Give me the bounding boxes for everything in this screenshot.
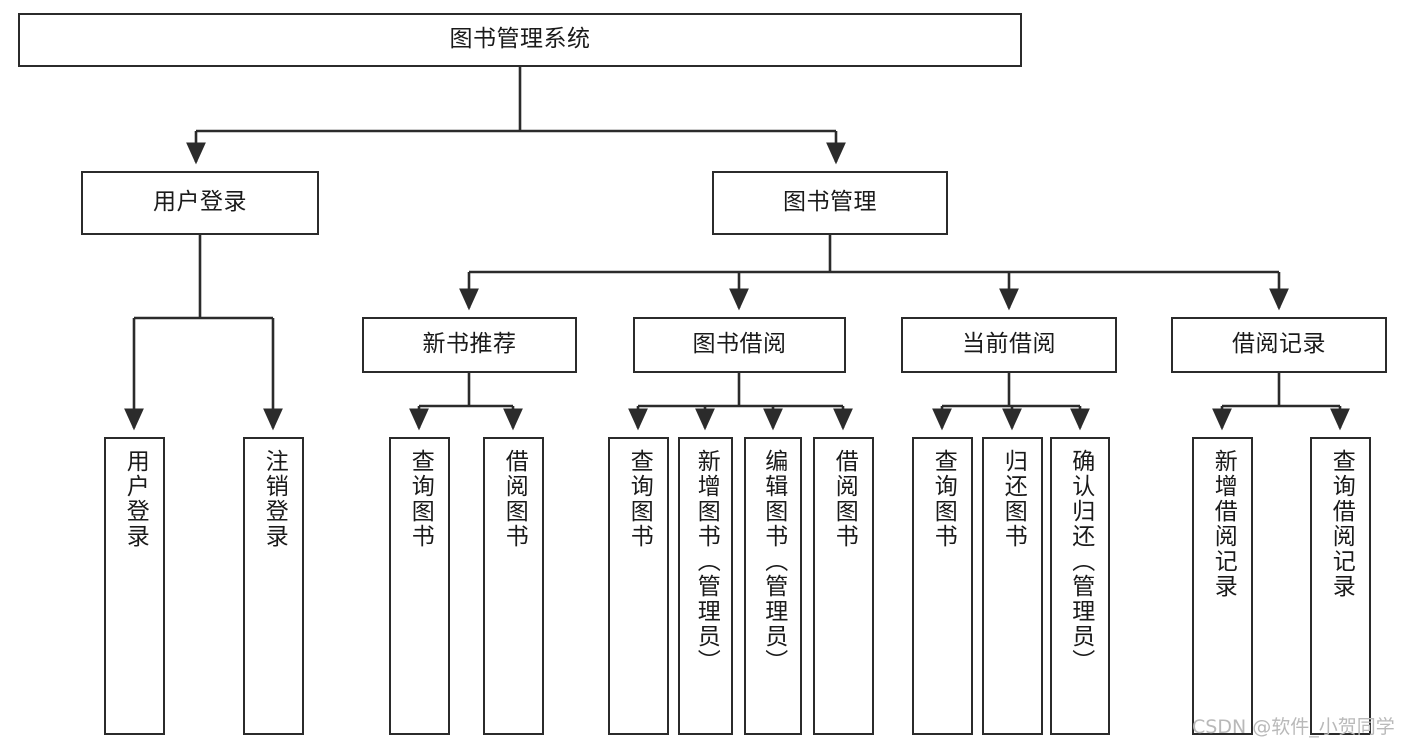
leaf-query-book-current[interactable]: 查询图书 bbox=[912, 437, 973, 735]
node-current-borrow[interactable]: 当前借阅 bbox=[901, 317, 1117, 373]
node-label: 借阅记录 bbox=[1232, 331, 1326, 358]
node-label: 借阅图书 bbox=[501, 449, 528, 549]
node-new-book-recommend[interactable]: 新书推荐 bbox=[362, 317, 577, 373]
node-label: 注销登录 bbox=[261, 449, 288, 549]
leaf-query-borrow-record[interactable]: 查询借阅记录 bbox=[1310, 437, 1371, 735]
leaf-add-borrow-record[interactable]: 新增借阅记录 bbox=[1192, 437, 1253, 735]
node-label: 借阅图书 bbox=[831, 449, 858, 549]
node-label: 新增借阅记录 bbox=[1210, 449, 1237, 599]
node-label: 图书管理系统 bbox=[449, 26, 591, 53]
leaf-lend-book[interactable]: 借阅图书 bbox=[813, 437, 874, 735]
leaf-query-book-newbook[interactable]: 查询图书 bbox=[389, 437, 450, 735]
leaf-confirm-return-admin[interactable]: 确认归还（管理员） bbox=[1050, 437, 1110, 735]
leaf-borrow-book-newbook[interactable]: 借阅图书 bbox=[483, 437, 544, 735]
node-label: 查询借阅记录 bbox=[1328, 449, 1355, 599]
node-label: 查询图书 bbox=[626, 449, 653, 549]
node-root-system[interactable]: 图书管理系统 bbox=[18, 13, 1022, 67]
leaf-logout[interactable]: 注销登录 bbox=[243, 437, 304, 735]
leaf-return-book[interactable]: 归还图书 bbox=[982, 437, 1043, 735]
node-label: 用户登录 bbox=[153, 189, 247, 216]
csdn-watermark: CSDN @软件_小贺同学 bbox=[1192, 716, 1395, 738]
node-label: 用户登录 bbox=[122, 449, 149, 549]
node-label: 图书管理 bbox=[783, 189, 877, 216]
node-borrow-records[interactable]: 借阅记录 bbox=[1171, 317, 1387, 373]
node-label: 新增图书（管理员） bbox=[693, 449, 720, 674]
node-book-management[interactable]: 图书管理 bbox=[712, 171, 948, 235]
node-user-login[interactable]: 用户登录 bbox=[81, 171, 319, 235]
node-label: 编辑图书（管理员） bbox=[760, 449, 787, 674]
node-label: 图书借阅 bbox=[692, 331, 787, 358]
node-label: 归还图书 bbox=[1000, 449, 1027, 549]
node-label: 确认归还（管理员） bbox=[1067, 449, 1094, 674]
leaf-edit-book-admin[interactable]: 编辑图书（管理员） bbox=[744, 437, 802, 735]
node-label: 新书推荐 bbox=[422, 331, 517, 358]
node-label: 查询图书 bbox=[930, 449, 957, 549]
node-label: 当前借阅 bbox=[962, 331, 1056, 358]
leaf-user-login[interactable]: 用户登录 bbox=[104, 437, 165, 735]
leaf-add-book-admin[interactable]: 新增图书（管理员） bbox=[678, 437, 733, 735]
node-book-borrow[interactable]: 图书借阅 bbox=[633, 317, 846, 373]
leaf-query-book-borrow[interactable]: 查询图书 bbox=[608, 437, 669, 735]
node-label: 查询图书 bbox=[407, 449, 434, 549]
